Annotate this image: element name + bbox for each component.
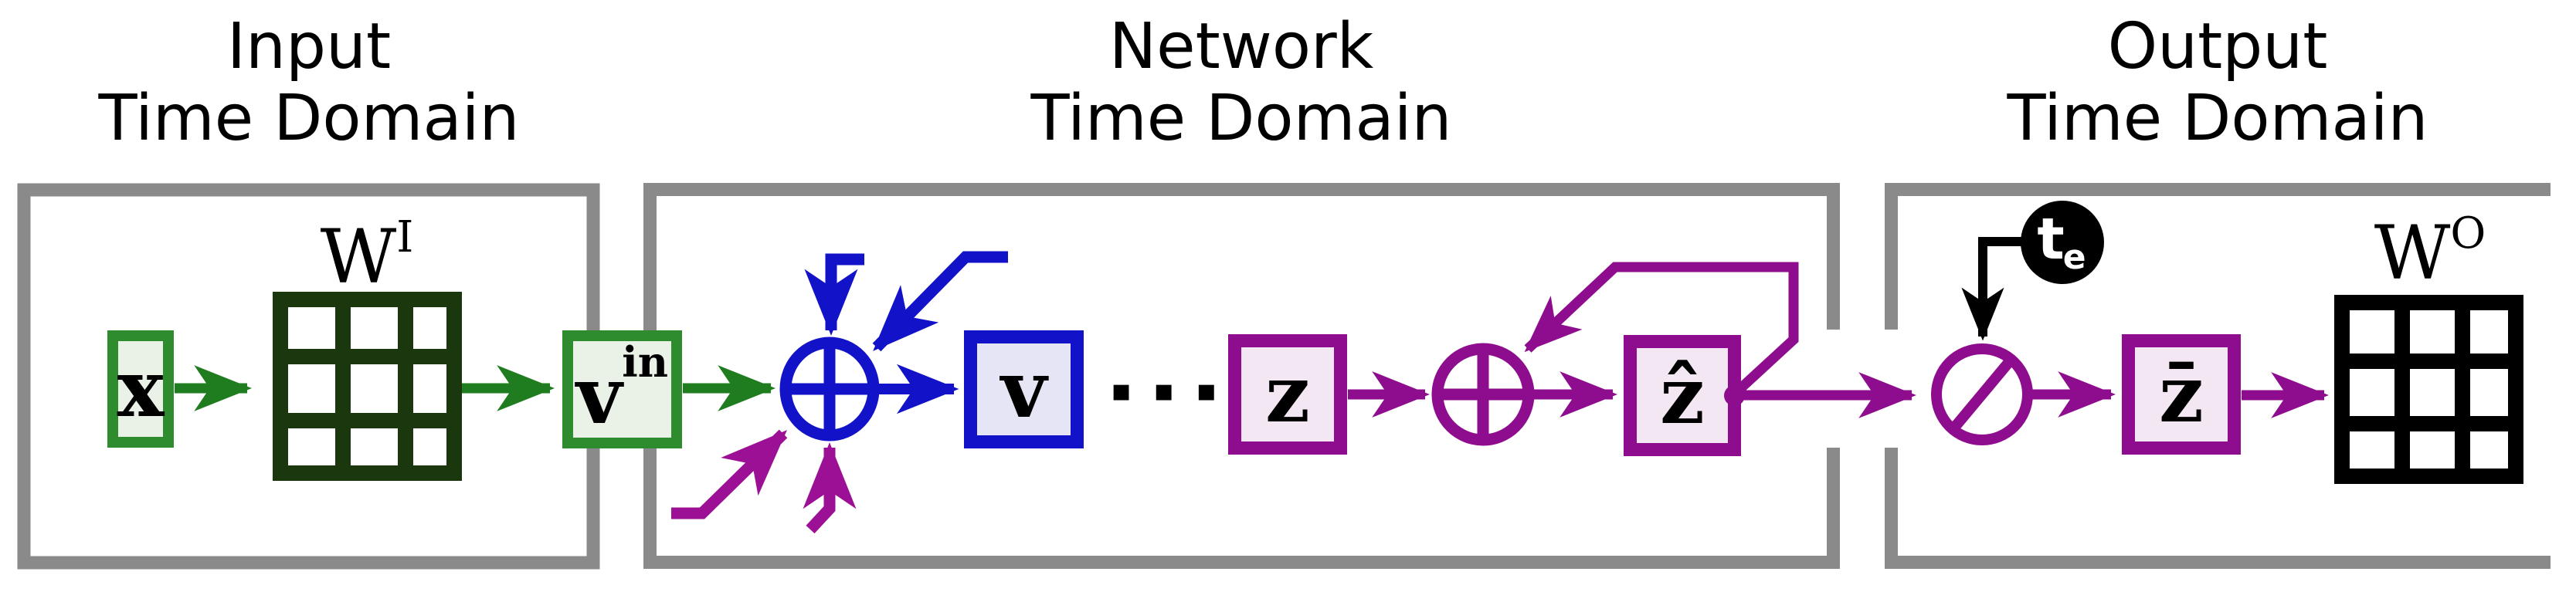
vin-node-sup: in xyxy=(622,337,669,387)
x-node-box: x xyxy=(107,330,174,448)
sum-junction-purple-icon xyxy=(1431,343,1535,446)
z-node-label: z xyxy=(1265,348,1310,441)
zhat-node-box: ẑ xyxy=(1624,335,1741,456)
output-title-line2: Time Domain xyxy=(2007,82,2428,156)
purple-recurrent-arrow-2 xyxy=(803,442,857,534)
wo-label-sup: O xyxy=(2450,208,2486,259)
wo-label: WO xyxy=(2337,212,2523,291)
divide-junction-icon xyxy=(1931,343,2033,445)
te-arrow xyxy=(1961,237,2023,341)
sum-junction-blue-icon xyxy=(779,337,880,441)
zhat-node-label: ẑ xyxy=(1660,349,1705,442)
output-panel-title: Output Time Domain xyxy=(1909,11,2527,155)
output-title-line1: Output xyxy=(2107,10,2328,83)
output-panel-border-bottom xyxy=(1885,448,2551,569)
wi-label: WI xyxy=(274,216,460,295)
x-node-label: x xyxy=(117,343,165,435)
feedback-connector-dot xyxy=(1724,385,1745,406)
zbar-node-label: z̄ xyxy=(2159,348,2204,441)
ellipsis-dots: ▪▪▪ xyxy=(1111,373,1239,408)
blue-input-arrow-2 xyxy=(872,251,1008,352)
blue-input-arrow-1 xyxy=(804,253,864,336)
wi-label-sup: I xyxy=(396,212,414,262)
input-panel-title: Input Time Domain xyxy=(23,11,595,155)
wi-matrix-grid xyxy=(273,292,462,481)
wo-matrix-grid xyxy=(2334,295,2523,484)
input-title-line1: Input xyxy=(226,10,392,83)
input-title-line2: Time Domain xyxy=(98,82,520,156)
te-label: t xyxy=(2037,206,2065,272)
v-node-label: v xyxy=(1000,343,1047,436)
vin-node-label: v xyxy=(575,349,623,442)
feedback-loop-arrow xyxy=(1524,262,1799,397)
te-sub-label: e xyxy=(2062,238,2086,277)
zbar-node-box: z̄ xyxy=(2122,334,2241,455)
network-title-line2: Time Domain xyxy=(1030,82,1452,156)
network-panel-title: Network Time Domain xyxy=(932,11,1550,155)
wi-label-base: W xyxy=(320,214,397,300)
v-node-box: v xyxy=(964,330,1084,448)
output-panel-border-top xyxy=(1885,183,2551,330)
network-title-line1: Network xyxy=(1108,10,1374,83)
z-node-box: z xyxy=(1228,334,1347,455)
purple-recurrent-arrow-1 xyxy=(671,429,788,519)
wo-label-base: W xyxy=(2374,210,2451,296)
